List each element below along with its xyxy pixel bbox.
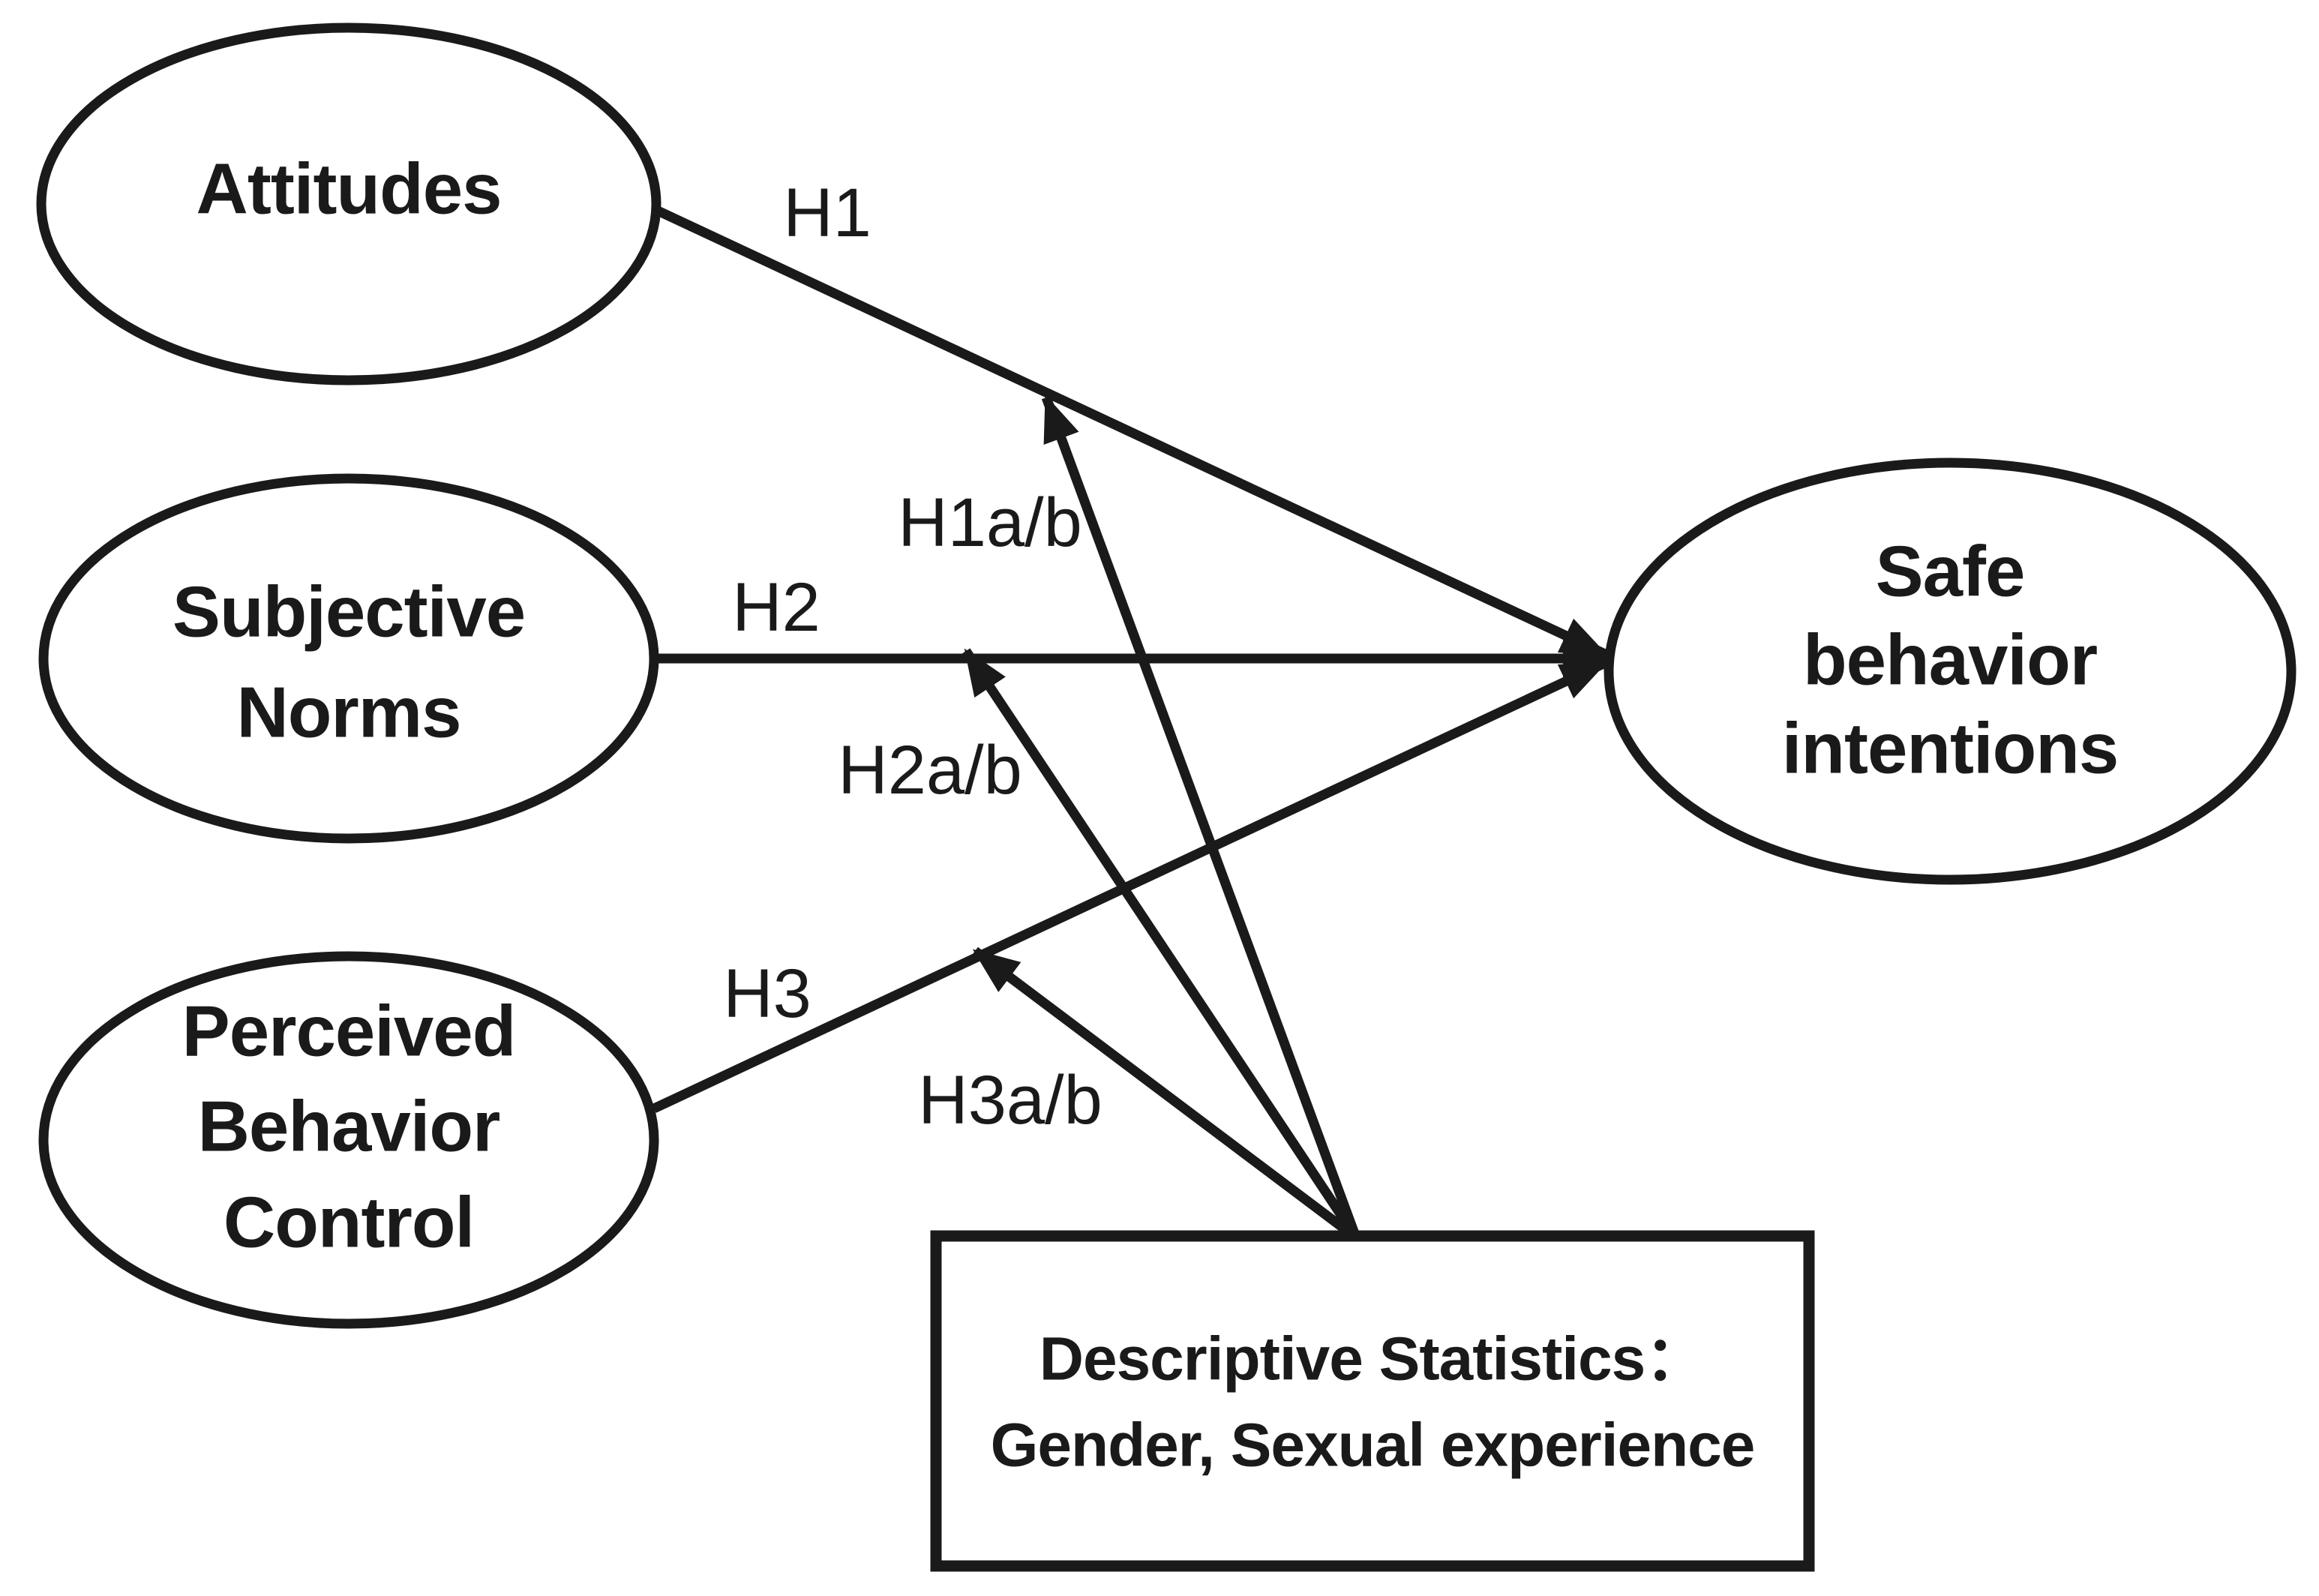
subjective-norms-label-line1: Subjective — [172, 572, 525, 652]
safe-behavior-intentions-label-line3: intentions — [1782, 709, 2119, 789]
perceived-behavior-control-label-line1: Perceived — [182, 992, 516, 1072]
perceived-behavior-control-label-line3: Control — [224, 1183, 474, 1263]
edges-main — [652, 206, 1610, 1113]
safe-behavior-intentions-ellipse — [1604, 458, 2296, 885]
edge-labels: H1 H2 H3 H1a/b H2a/b H3a/b — [723, 175, 1102, 1138]
arrow-h1ab — [1041, 394, 1361, 1240]
attitudes-label: Attitudes — [196, 149, 502, 230]
node-attitudes: Attitudes — [36, 22, 662, 386]
arrow-h3 — [652, 658, 1608, 1113]
descriptive-statistics-label-line2: Gender, Sexual experience — [991, 1412, 1755, 1480]
arrow-h2ab — [962, 648, 1360, 1240]
safe-behavior-intentions-label-line1: Safe — [1876, 532, 2025, 612]
node-subjective-norms: Subjective Norms — [38, 473, 659, 844]
node-perceived-behavior-control: Perceived Behavior Control — [38, 951, 659, 1329]
label-h1: H1 — [783, 175, 872, 251]
subjective-norms-label-line2: Norms — [236, 673, 460, 753]
arrow-h3ab — [972, 946, 1359, 1242]
safe-behavior-intentions-label-line2: behavior — [1803, 620, 2097, 700]
descriptive-statistics-label-line1: Descriptive Statistics： — [1040, 1325, 1706, 1394]
label-h1ab: H1a/b — [898, 484, 1082, 561]
perceived-behavior-control-label-line2: Behavior — [198, 1087, 500, 1167]
arrow-h1 — [654, 206, 1608, 658]
label-h2: H2 — [732, 569, 820, 646]
label-h3ab: H3a/b — [918, 1062, 1102, 1138]
descriptive-statistics-box — [930, 1230, 1815, 1572]
label-h3: H3 — [723, 956, 812, 1032]
node-descriptive-statistics: Descriptive Statistics： Gender, Sexual e… — [930, 1230, 1815, 1572]
edges-moderation — [962, 394, 1361, 1242]
label-h2ab: H2a/b — [838, 732, 1022, 808]
perceived-behavior-control-ellipse — [38, 951, 659, 1329]
node-safe-behavior-intentions: Safe behavior intentions — [1604, 458, 2296, 885]
subjective-norms-ellipse — [38, 473, 659, 844]
attitudes-ellipse — [36, 22, 662, 386]
